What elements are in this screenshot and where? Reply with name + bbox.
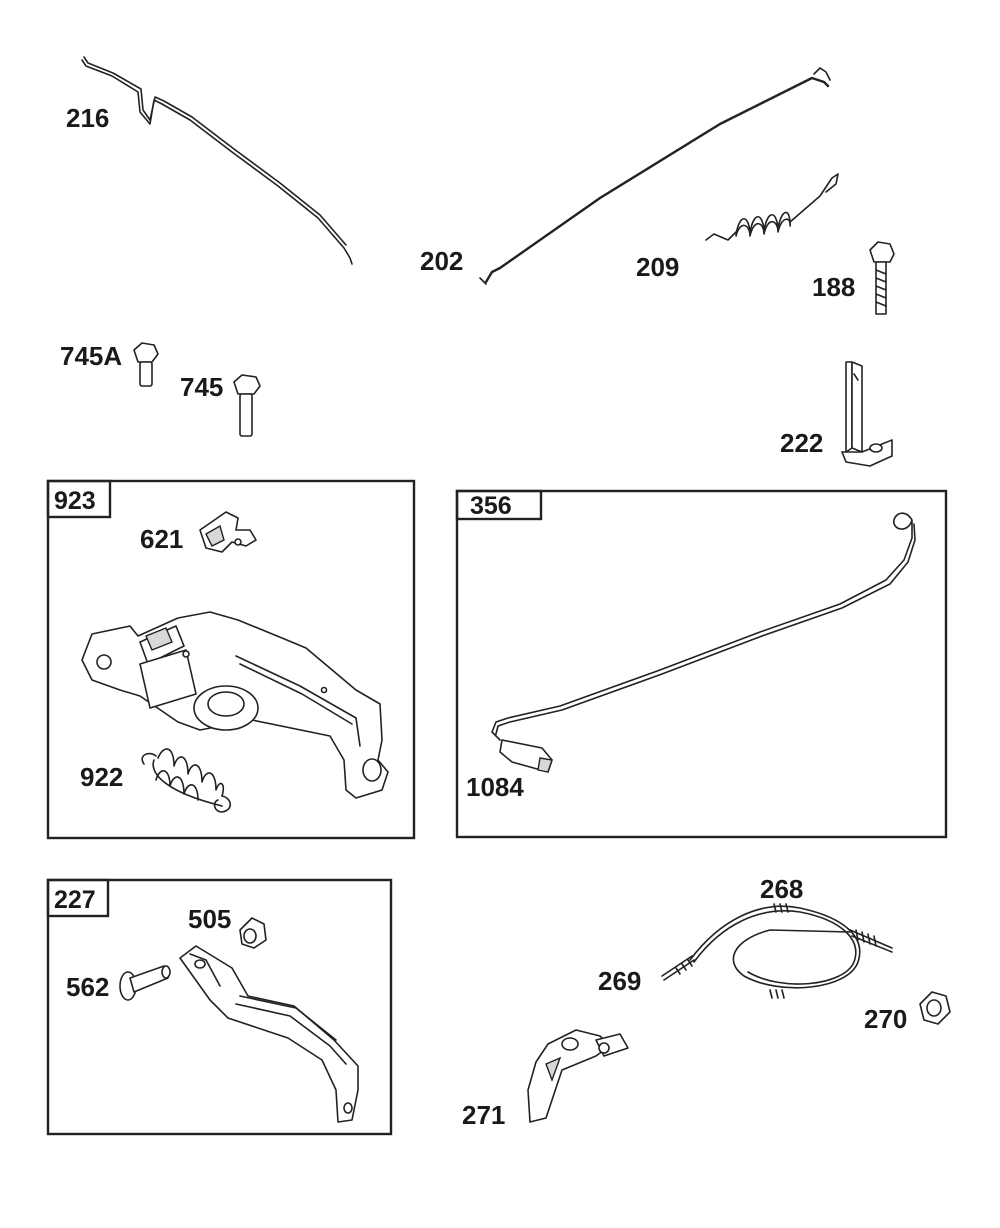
control-bracket-923 xyxy=(81,611,389,799)
part-label-1084: 1084 xyxy=(466,772,524,802)
pin-562 xyxy=(119,965,171,1001)
part-label-222: 222 xyxy=(780,428,823,458)
control-lever-227 xyxy=(179,945,359,1123)
clip-621 xyxy=(199,511,257,553)
part-label-216: 216 xyxy=(66,103,109,133)
screw-745 xyxy=(233,374,261,437)
part-label-562: 562 xyxy=(66,972,109,1002)
cable-end-269 xyxy=(661,955,695,981)
ground-wire-1084 xyxy=(491,512,916,773)
group-box-356 xyxy=(455,489,948,839)
part-label-188: 188 xyxy=(812,272,855,302)
part-label-271: 271 xyxy=(462,1100,505,1130)
part-label-209: 209 xyxy=(636,252,679,282)
group-box-227 xyxy=(46,878,393,1136)
part-label-202: 202 xyxy=(420,246,463,276)
nut-270 xyxy=(919,991,951,1025)
spring-922 xyxy=(141,748,232,813)
bolt-188 xyxy=(869,241,895,315)
governor-link-216 xyxy=(81,56,353,265)
cable-268 xyxy=(689,903,893,999)
part-label-505: 505 xyxy=(188,904,231,934)
group-box-923 xyxy=(46,479,416,840)
part-label-745a: 745A xyxy=(60,341,122,371)
group-label-227: 227 xyxy=(54,886,96,914)
spring-209 xyxy=(705,173,839,241)
group-label-923: 923 xyxy=(54,487,96,515)
part-label-745: 745 xyxy=(180,372,223,402)
part-label-269: 269 xyxy=(598,966,641,996)
part-label-268: 268 xyxy=(760,874,803,904)
part-label-270: 270 xyxy=(864,1004,907,1034)
group-label-356: 356 xyxy=(470,492,512,520)
bracket-222 xyxy=(841,361,893,467)
cable-bracket-271 xyxy=(527,1029,629,1123)
nut-505 xyxy=(239,917,267,949)
part-label-621: 621 xyxy=(140,524,183,554)
screw-745a xyxy=(133,342,159,387)
part-label-922: 922 xyxy=(80,762,123,792)
throttle-rod-202 xyxy=(479,67,831,285)
